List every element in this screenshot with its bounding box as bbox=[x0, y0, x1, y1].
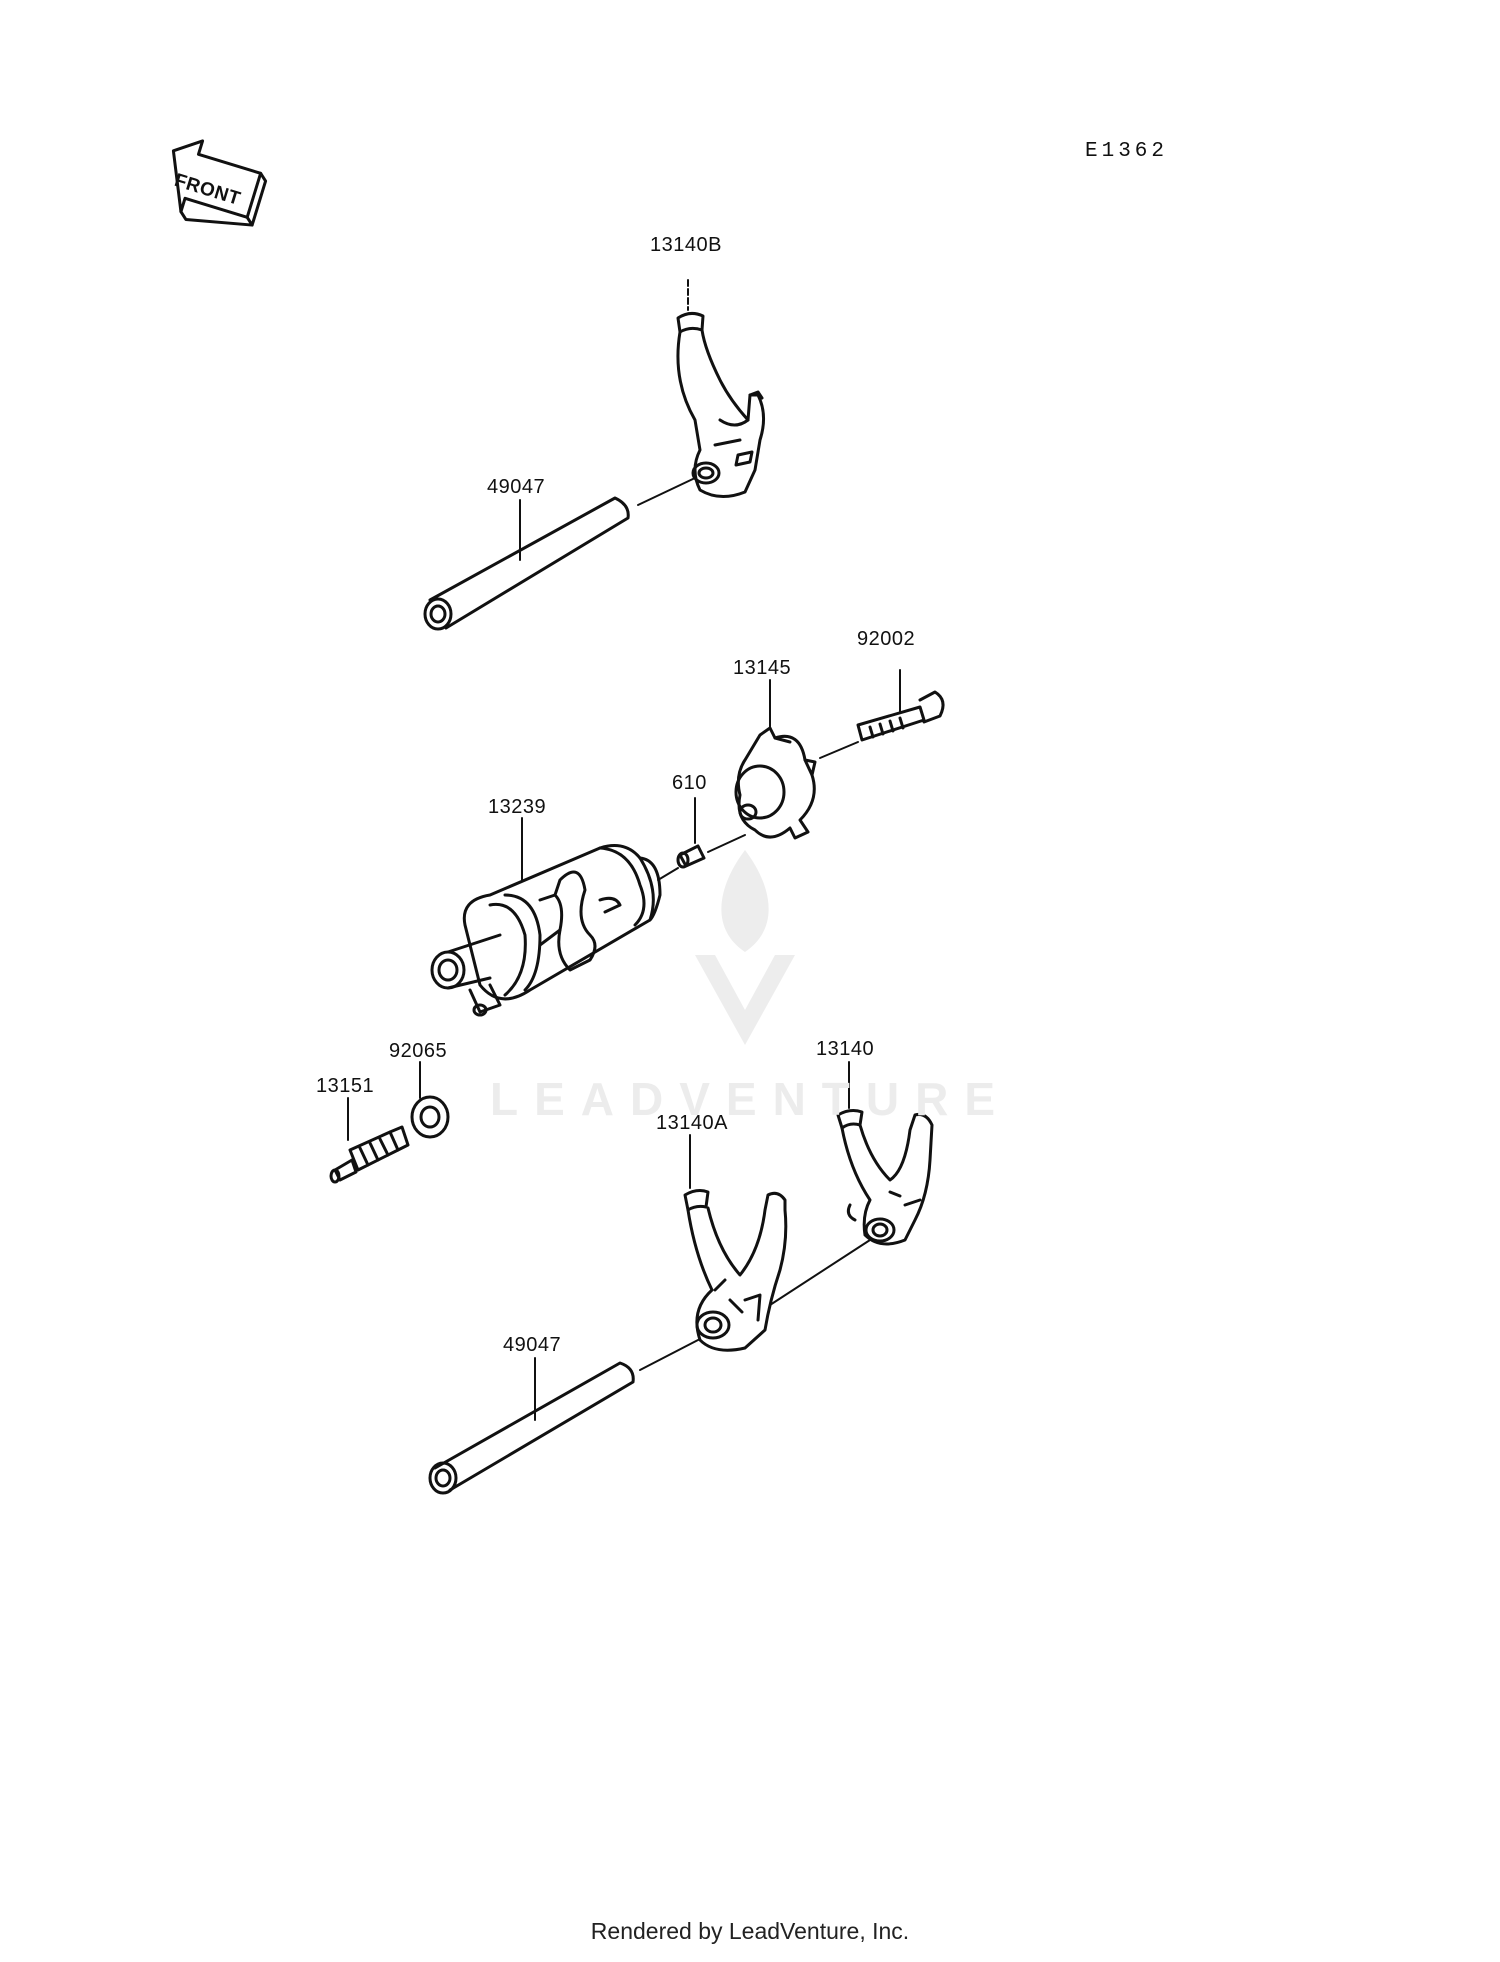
leader-fork-link bbox=[769, 1239, 871, 1306]
leader-shaft-to-fork bbox=[637, 477, 696, 506]
neutral-switch-13151[interactable] bbox=[329, 1125, 410, 1184]
pin-610[interactable] bbox=[676, 844, 706, 869]
watermark-logo bbox=[695, 850, 795, 1045]
callout-13140b[interactable]: 13140B bbox=[650, 234, 722, 256]
callout-13145[interactable]: 13145 bbox=[733, 657, 792, 679]
callout-49047-top[interactable]: 49047 bbox=[487, 476, 546, 498]
shift-fork-13140a[interactable] bbox=[683, 1189, 788, 1352]
leader-shaft-to-forks bbox=[639, 1339, 699, 1371]
shift-fork-13140[interactable] bbox=[836, 1109, 934, 1246]
callout-610[interactable]: 610 bbox=[672, 772, 707, 794]
front-arrow-icon bbox=[171, 139, 268, 227]
leader-bolt-to-holder bbox=[819, 741, 859, 759]
leader-pin-to-holder bbox=[707, 834, 746, 853]
callout-13151[interactable]: 13151 bbox=[316, 1075, 375, 1097]
callout-13140[interactable]: 13140 bbox=[816, 1038, 875, 1060]
callout-92002[interactable]: 92002 bbox=[857, 628, 916, 650]
callout-13239[interactable]: 13239 bbox=[488, 796, 547, 818]
shift-fork-13140b[interactable] bbox=[676, 311, 765, 498]
shift-rod-bottom[interactable] bbox=[428, 1361, 635, 1495]
diagram-code: E1362 bbox=[1085, 140, 1169, 163]
footer-credit: Rendered by LeadVenture, Inc. bbox=[590, 1918, 910, 1944]
callout-13140a[interactable]: 13140A bbox=[656, 1112, 728, 1134]
washer-92065[interactable] bbox=[410, 1095, 450, 1139]
callout-92065[interactable]: 92065 bbox=[389, 1040, 448, 1062]
shift-drum-13239[interactable] bbox=[430, 844, 662, 1017]
shift-drum-holder-13145[interactable] bbox=[734, 726, 817, 840]
callout-49047-bottom[interactable]: 49047 bbox=[503, 1334, 562, 1356]
leader-drum-to-pin bbox=[657, 867, 679, 881]
bolt-92002[interactable] bbox=[856, 690, 945, 742]
shift-rod-top[interactable] bbox=[423, 496, 630, 631]
